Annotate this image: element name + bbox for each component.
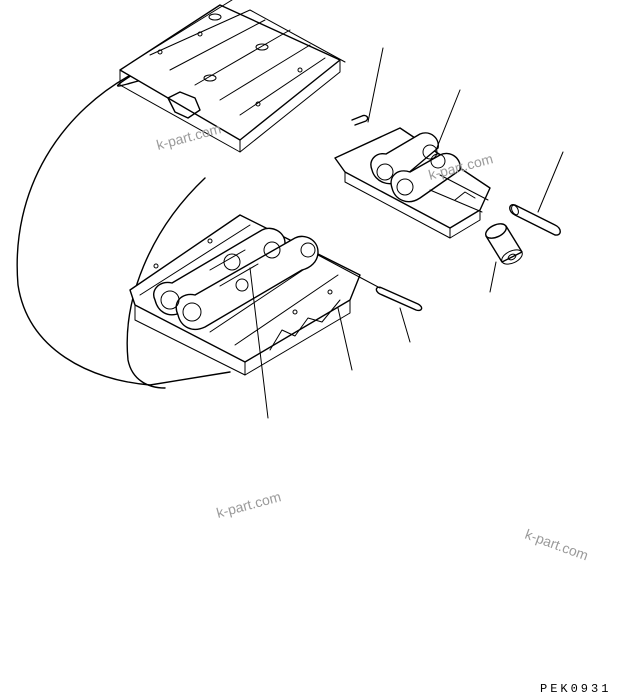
bushing [485, 223, 523, 265]
track-pin [317, 254, 423, 312]
watermark-3: k-part.com [215, 488, 283, 521]
exploded-link-assembly [334, 114, 491, 239]
assembled-track-segment [129, 214, 361, 376]
track-loop-outline [16, 69, 231, 389]
part-code: PEK0931 [540, 682, 611, 696]
upper-track-shoe [119, 0, 346, 153]
leader-lines [249, 47, 564, 419]
watermark-1: k-part.com [155, 120, 223, 153]
master-pin [509, 204, 561, 236]
cotter-pin [351, 114, 369, 126]
watermark-4: k-part.com [523, 526, 591, 564]
